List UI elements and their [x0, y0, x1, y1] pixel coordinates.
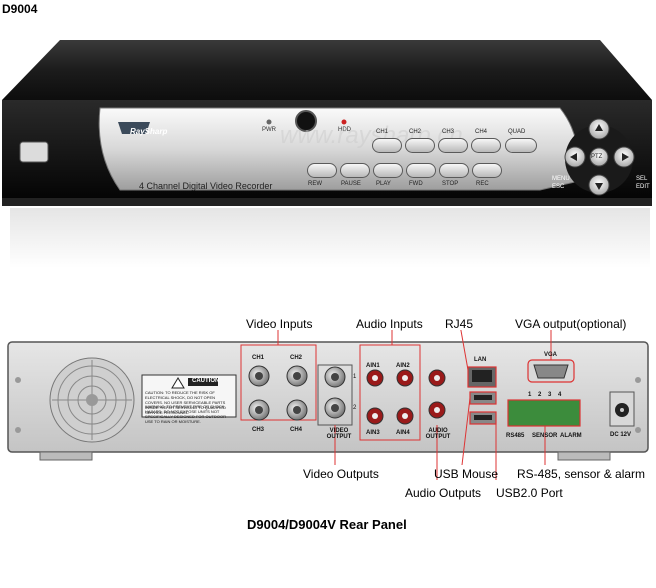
rec-button[interactable]	[472, 163, 502, 178]
rew-button[interactable]	[307, 163, 337, 178]
caution-text-2: WARNING: TO PREVENT FIRE OR SHOCK HAZARD…	[145, 404, 226, 424]
play-button[interactable]	[373, 163, 403, 178]
rear-panel-title: D9004/D9004V Rear Panel	[247, 517, 407, 532]
callout-usb2: USB2.0 Port	[496, 486, 563, 500]
callout-usb-mouse: USB Mouse	[434, 467, 499, 481]
pwr-label: PWR	[262, 127, 276, 133]
menu-label: MENU	[552, 176, 570, 182]
ch4-label: CH4	[475, 129, 488, 135]
power-button[interactable]	[19, 141, 49, 163]
audio-output-label: AUDIO OUTPUT	[425, 428, 451, 440]
callout-video-outputs: Video Outputs	[303, 467, 379, 481]
lan-label: LAN	[474, 357, 487, 363]
nav-center-button[interactable]	[589, 147, 609, 167]
terminal-num-1: 1	[528, 392, 532, 398]
fan-hub	[86, 394, 98, 406]
ch4-button[interactable]	[471, 138, 501, 153]
ch2-label: CH2	[290, 355, 303, 361]
sel-label: SEL	[636, 176, 648, 182]
brand-label: RaySharp	[130, 127, 168, 136]
right-arrow-icon	[622, 153, 629, 161]
fwd-label: FWD	[409, 181, 423, 187]
dvr-reflection	[10, 208, 650, 268]
dvr-base	[2, 198, 652, 206]
rec-label: REC	[476, 181, 489, 187]
pause-label: PAUSE	[341, 181, 361, 187]
quad-button[interactable]	[505, 138, 537, 153]
ain4-label: AIN4	[396, 430, 410, 436]
dvr-front-illustration	[2, 40, 652, 268]
callout-audio-outputs: Audio Outputs	[405, 486, 482, 500]
ch3-button[interactable]	[438, 138, 468, 153]
callout-rs485: RS-485, sensor & alarm	[517, 467, 646, 481]
ain1-label: AIN1	[366, 363, 380, 369]
pwr-led	[266, 119, 272, 125]
ain3-label: AIN3	[366, 430, 380, 436]
dc-label: DC 12V	[610, 432, 632, 438]
fwd-button[interactable]	[406, 163, 436, 178]
video-output-label: VIDEO OUTPUT	[326, 428, 352, 440]
screw-4	[635, 427, 641, 433]
ir-sensor	[295, 110, 317, 132]
pause-button[interactable]	[340, 163, 370, 178]
callout-video-inputs: Video Inputs	[246, 317, 313, 331]
dvr-rear-panel: CAUTION CAUTION: TO REDUCE THE RISK OF E…	[0, 330, 656, 480]
ch2-button[interactable]	[405, 138, 435, 153]
down-arrow-icon	[595, 183, 603, 190]
ch3-label: CH3	[442, 129, 455, 135]
screw-1	[15, 377, 21, 383]
brand-logo-mark	[118, 122, 150, 134]
leader-rj45	[460, 330, 469, 371]
ch1-button[interactable]	[372, 138, 402, 153]
sensor-label: SENSOR	[532, 433, 558, 439]
play-label: PLAY	[376, 181, 391, 187]
callout-vga: VGA output(optional)	[515, 317, 627, 331]
ch1-label: CH1	[376, 129, 389, 135]
alarm-label: ALARM	[560, 433, 582, 439]
hdd-label: HDD	[338, 127, 351, 133]
caution-title-bg	[188, 378, 218, 386]
dvr-top-lid	[2, 40, 652, 100]
warning-icon	[171, 377, 185, 389]
terminal-num-3: 3	[548, 392, 552, 398]
product-title: D9004	[2, 2, 38, 16]
screw-3	[635, 377, 641, 383]
rs485-label: RS485	[506, 433, 525, 439]
edit-label: EDIT	[636, 184, 650, 190]
ch4-label: CH4	[290, 427, 303, 433]
leader-usb-mouse	[461, 397, 471, 466]
ptz-label: PTZ	[591, 154, 603, 160]
esc-label: ESC	[552, 184, 565, 190]
callout-audio-inputs: Audio Inputs	[356, 317, 423, 331]
rear-foot-left	[39, 451, 93, 461]
rew-label: REW	[308, 181, 322, 187]
up-arrow-icon	[595, 124, 603, 131]
ch2-label: CH2	[409, 129, 422, 135]
vout2-num: 2	[353, 405, 357, 411]
callout-rj45: RJ45	[445, 317, 474, 331]
stop-button[interactable]	[439, 163, 469, 178]
vout1-num: 1	[353, 374, 357, 380]
dvr-front-view: RaySharp PWR HDD 4 Channel Digital Video…	[0, 30, 656, 290]
caution-text-1: CAUTION: TO REDUCE THE RISK OF ELECTRICA…	[145, 390, 226, 415]
ch3-label: CH3	[252, 427, 265, 433]
vga-label: VGA	[544, 352, 558, 358]
model-text: 4 Channel Digital Video Recorder	[139, 181, 273, 191]
terminal-num-2: 2	[538, 392, 542, 398]
rear-panel-illustration	[7, 330, 649, 480]
ain2-label: AIN2	[396, 363, 410, 369]
terminal-block	[507, 399, 581, 427]
hdd-led	[341, 119, 347, 125]
terminal-num-4: 4	[558, 392, 562, 398]
screw-2	[15, 427, 21, 433]
caution-title: CAUTION	[192, 378, 220, 384]
left-arrow-icon	[570, 153, 577, 161]
quad-label: QUAD	[508, 129, 526, 135]
stop-label: STOP	[442, 181, 459, 187]
rear-foot-right	[557, 451, 611, 461]
ch1-label: CH1	[252, 355, 265, 361]
audio-inputs-highlight	[359, 344, 421, 441]
